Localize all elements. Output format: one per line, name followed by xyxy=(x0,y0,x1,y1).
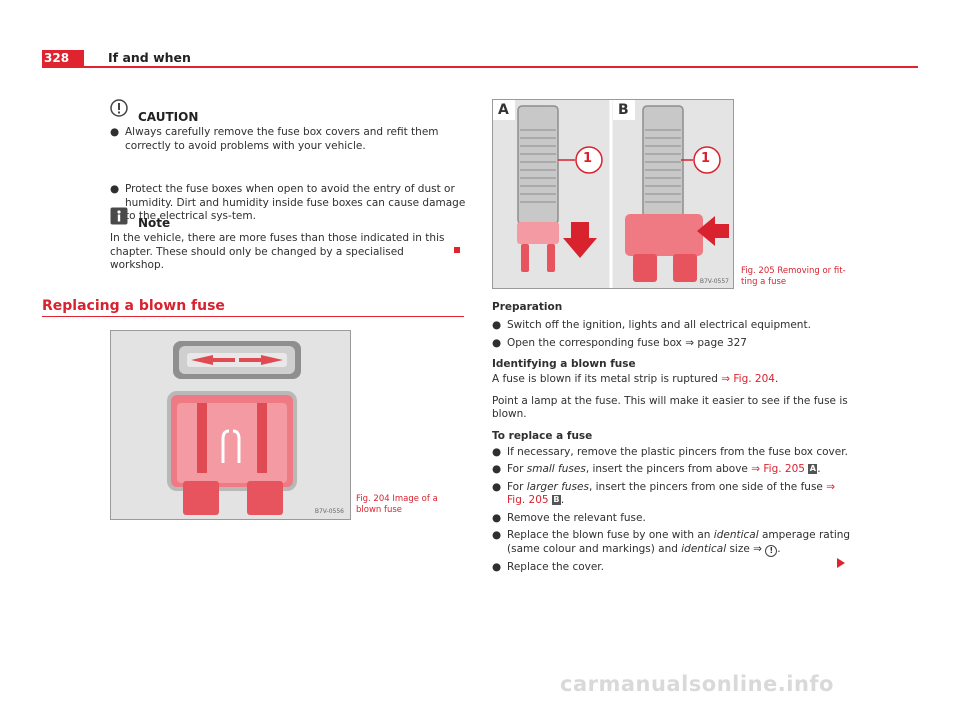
replace-bullet-2: ● For small fuses, insert the pincers fr… xyxy=(492,463,852,477)
replace-text: , insert the pincers from above xyxy=(585,463,752,475)
emphasis: identical xyxy=(681,542,727,555)
prep-bullet-text: Switch off the ignition, lights and all … xyxy=(507,319,811,331)
caption-line: ting a fuse xyxy=(741,277,787,287)
replace-text: size ⇒ xyxy=(726,542,766,555)
replace-text: For xyxy=(507,463,527,475)
figure-code: B7V-0557 xyxy=(699,278,729,285)
emphasis: identical xyxy=(713,529,759,541)
fig-205-link[interactable]: ⇒ Fig. 205 xyxy=(507,480,836,507)
fig-205-illustration xyxy=(493,100,733,288)
emphasis: larger fuses xyxy=(526,480,589,493)
watermark: carmanualsonline.info xyxy=(560,672,834,696)
caution-title: CAUTION xyxy=(138,110,199,124)
caution-icon xyxy=(110,99,128,117)
letter-b-badge: B xyxy=(551,495,561,505)
replace-text: . xyxy=(777,542,781,555)
replace-bullet-4: ● Remove the relevant fuse. xyxy=(492,512,852,526)
caption-line: Fig. 205 Removing or fit- xyxy=(741,266,846,276)
caution-bullet-text: Always carefully remove the fuse box cov… xyxy=(125,126,439,152)
identify-text: A fuse is blown if its metal strip is ru… xyxy=(492,373,852,387)
fig-204-link[interactable]: ⇒ Fig. 204 xyxy=(721,373,775,385)
emphasis: small fuses xyxy=(526,463,586,475)
bullet-dot: ● xyxy=(492,336,502,349)
page-number: 328 xyxy=(42,50,84,66)
figure-204: B7V-0556 xyxy=(110,330,351,520)
replace-bullet-text: Replace the cover. xyxy=(507,560,605,573)
note-text: In the vehicle, there are more fuses tha… xyxy=(110,232,445,271)
page-title: If and when xyxy=(108,50,191,65)
body-text: Preparation ● Switch off the ignition, l… xyxy=(492,301,852,574)
replace-bullet-3: ● For larger fuses, insert the pincers f… xyxy=(492,481,852,508)
caption-line: Fig. 204 Image of a xyxy=(356,494,438,504)
prep-bullet-text: Open the corresponding fuse box ⇒ page 3… xyxy=(507,336,747,349)
figure-code: B7V-0556 xyxy=(314,508,344,515)
replace-text: , insert the pincers from one side of th… xyxy=(588,480,827,493)
fig-204-illustration xyxy=(111,331,350,519)
callout-1-a: 1 xyxy=(583,151,593,166)
replace-text: . xyxy=(560,494,565,506)
replace-text: For xyxy=(507,480,527,493)
continue-arrow-icon xyxy=(836,553,846,568)
replace-heading: To replace a fuse xyxy=(492,429,593,442)
figure-205-caption: Fig. 205 Removing or fit- ting a fuse xyxy=(741,266,851,288)
letter-a-badge: A xyxy=(808,464,818,474)
section-rule xyxy=(42,316,464,317)
replace-bullet-text: If necessary, remove the plastic pincers… xyxy=(507,445,848,458)
note-icon xyxy=(110,207,128,225)
bullet-dot: ● xyxy=(492,319,502,331)
replace-bullet-5: ● Replace the blown fuse by one with an … xyxy=(492,529,852,557)
bullet-dot: ● xyxy=(492,560,502,573)
replace-text: amperage rating (same colour and marking… xyxy=(507,529,851,555)
callout-1-b: 1 xyxy=(701,151,711,166)
bullet-dot: ● xyxy=(492,445,502,458)
bullet-dot: ● xyxy=(492,463,502,475)
prep-bullet-1: ● Switch off the ignition, lights and al… xyxy=(492,319,852,333)
bullet-dot: ● xyxy=(110,126,120,138)
bullet-dot: ● xyxy=(492,480,502,493)
header-rule xyxy=(42,66,918,68)
caution-ref-icon[interactable]: ! xyxy=(765,544,778,557)
identify-heading: Identifying a blown fuse xyxy=(492,358,636,370)
bullet-dot: ● xyxy=(492,529,502,541)
end-of-section-icon xyxy=(454,247,460,253)
section-heading: Replacing a blown fuse xyxy=(42,298,225,314)
figure-204-caption: Fig. 204 Image of a blown fuse xyxy=(356,494,456,516)
replace-text: Replace the blown fuse by one with an xyxy=(507,529,714,541)
fig-205-link[interactable]: ⇒ Fig. 205 xyxy=(751,463,805,475)
lamp-text: Point a lamp at the fuse. This will make… xyxy=(492,394,848,421)
replace-bullet-6: ● Replace the cover. xyxy=(492,561,852,575)
replace-bullet-1: ● If necessary, remove the plastic pince… xyxy=(492,446,852,460)
panel-label-b: B xyxy=(618,102,629,118)
replace-text: . xyxy=(817,463,821,475)
caption-line: blown fuse xyxy=(356,505,403,515)
identify-text-pre: A fuse is blown if its metal strip is ru… xyxy=(492,373,722,385)
panel-label-a: A xyxy=(498,102,509,118)
caution-bullet-2: ● Protect the fuse boxes when open to av… xyxy=(110,183,475,224)
prep-bullet-2: ● Open the corresponding fuse box ⇒ page… xyxy=(492,337,852,351)
caution-bullet-text: Protect the fuse boxes when open to avoi… xyxy=(125,183,466,222)
figure-205: A B 1 1 B7V-0557 xyxy=(492,99,734,289)
caution-bullet-1: ● Always carefully remove the fuse box c… xyxy=(110,126,475,153)
replace-bullet-text: Remove the relevant fuse. xyxy=(507,511,646,524)
note-title: Note xyxy=(138,216,171,230)
preparation-heading: Preparation xyxy=(492,301,563,313)
identify-text-post: . xyxy=(774,373,779,385)
bullet-dot: ● xyxy=(110,183,120,195)
bullet-dot: ● xyxy=(492,511,502,524)
